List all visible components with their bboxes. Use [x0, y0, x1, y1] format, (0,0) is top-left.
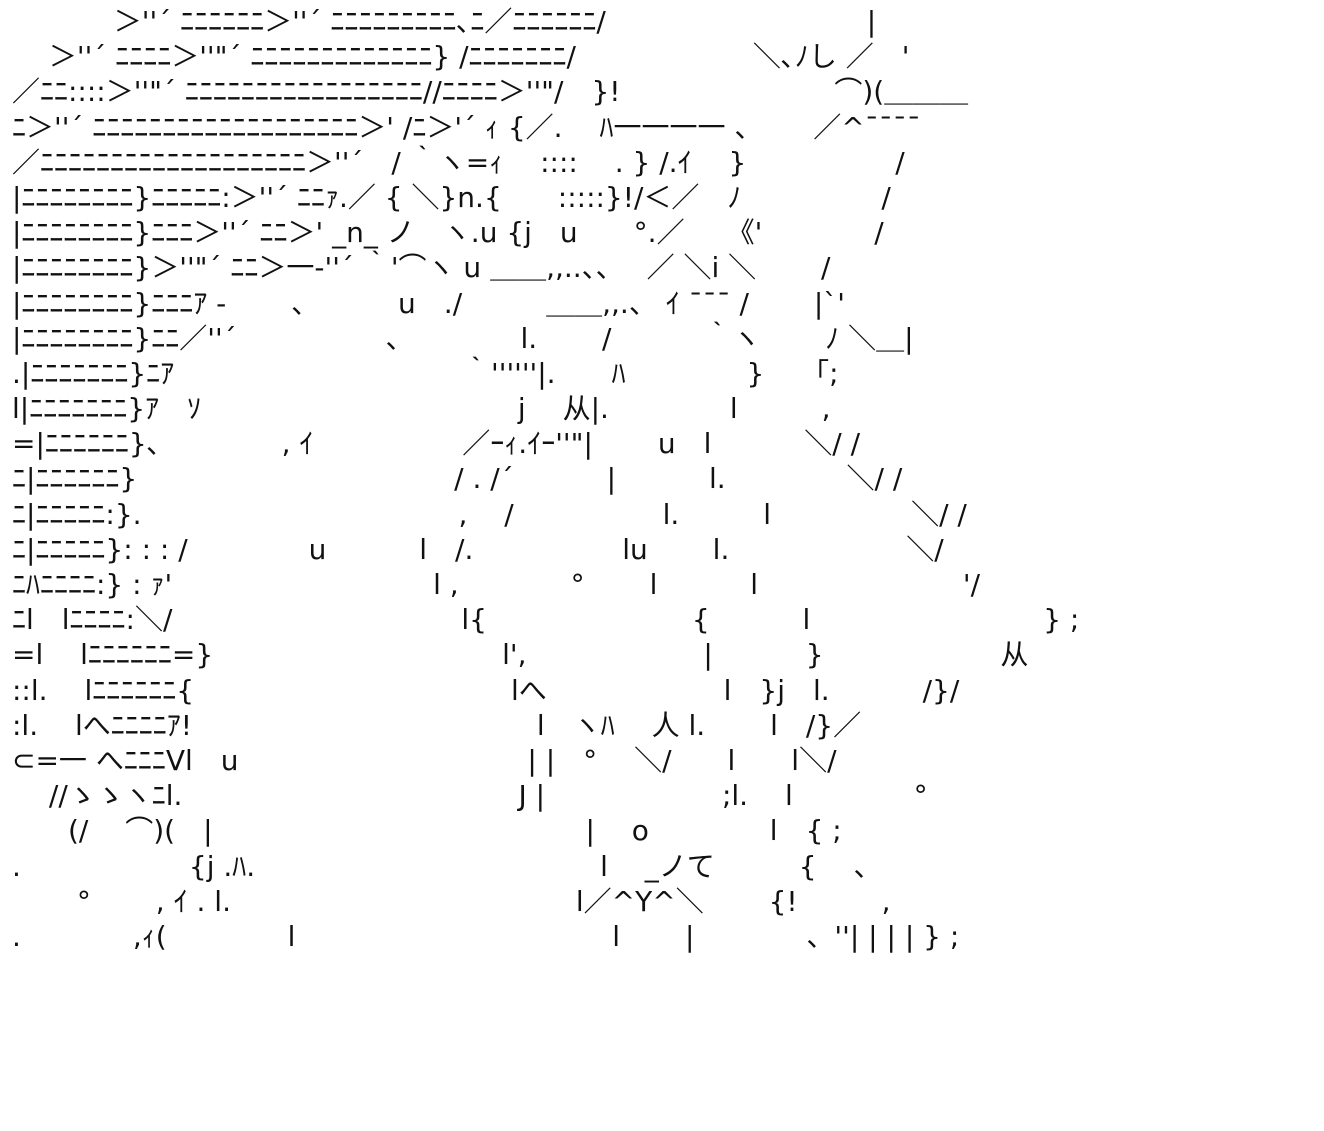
art-line-11: .|ﾆﾆﾆﾆﾆﾆﾆ}ﾆｱ ｀''''''|. ﾊ } 「; — [12, 356, 839, 390]
art-line-1: ＞''´ ﾆﾆﾆﾆﾆﾆ＞''´ ﾆﾆﾆﾆﾆﾆﾆﾆﾆ､ﾆ／ﾆﾆﾆﾆﾆﾆ/ | — [12, 5, 877, 38]
ascii-art: ＞''´ ﾆﾆﾆﾆﾆﾆ＞''´ ﾆﾆﾆﾆﾆﾆﾆﾆﾆ､ﾆ／ﾆﾆﾆﾆﾆﾆ/ | ＞'… — [12, 4, 1079, 954]
art-line-19: =l lﾆﾆﾆﾆﾆﾆ=} l', | } 从 — [12, 638, 1029, 672]
art-line-7: |ﾆﾆﾆﾆﾆﾆﾆﾆ}ﾆﾆﾆ＞''´ ﾆﾆ＞' _n_ ノ ヽ.u {j u °.… — [12, 216, 884, 250]
art-line-10: |ﾆﾆﾆﾆﾆﾆﾆﾆ}ﾆﾆ／''´ 、 l. / ｀ヽ ﾉ ＼＿| — [12, 321, 914, 355]
art-line-21: :l. lへﾆﾆﾆﾆｱ! l ヽﾊ 人 l. l /}／ — [12, 708, 862, 742]
art-line-27: . ,ｨ( l l | 、''| | | | } ; — [12, 919, 960, 953]
art-line-6: |ﾆﾆﾆﾆﾆﾆﾆﾆ}ﾆﾆﾆﾆﾆ:＞''´ ﾆﾆｧ.／ { ＼}n.{ :::::… — [12, 180, 891, 214]
art-line-18: ﾆl lﾆﾆﾆﾆ:＼/ l{ { l } ; — [12, 603, 1080, 637]
art-line-14: ﾆ|ﾆﾆﾆﾆﾆﾆ} / . /´ | l. ＼/ / — [12, 462, 903, 496]
art-line-8: |ﾆﾆﾆﾆﾆﾆﾆﾆ}＞''"´ ﾆﾆ＞一-''´ ｀'⌒ヽ u ＿＿,,..、、… — [12, 251, 831, 285]
art-line-16: ﾆ|ﾆﾆﾆﾆﾆ}: : : / u l /. lu l. ＼/ — [12, 532, 944, 566]
art-line-2: ＞''´ ﾆﾆﾆﾆ＞''"´ ﾆﾆﾆﾆﾆﾆﾆﾆﾆﾆﾆﾆﾆ} /ﾆﾆﾆﾆﾆﾆﾆ/ … — [12, 40, 910, 74]
art-line-25: . {j .ﾊ. l _ノて { 、 — [12, 849, 882, 883]
art-line-26: ° , ｲ . l. l／^Y^＼ {! , — [12, 884, 891, 918]
art-line-15: ﾆ|ﾆﾆﾆﾆﾆ:}. , / l. l ＼/ / — [12, 497, 967, 531]
art-line-12: l|ﾆﾆﾆﾆﾆﾆﾆ}ｱ ｿ j 从|. l , — [12, 392, 831, 426]
art-line-3: ／ﾆﾆ::::＞''"´ ﾆﾆﾆﾆﾆﾆﾆﾆﾆﾆﾆﾆﾆﾆﾆﾆﾆ//ﾆﾆﾆﾆ＞''"… — [12, 75, 969, 109]
art-line-23: //ゝゝヽﾆl. J | ;l. l ° — [12, 779, 928, 813]
art-line-4: ﾆ＞''´ ﾆﾆﾆﾆﾆﾆﾆﾆﾆﾆﾆﾆﾆﾆﾆﾆﾆﾆﾆ＞' /ﾆ＞'´ ｨ {／. … — [12, 110, 921, 144]
art-line-20: ::l. lﾆﾆﾆﾆﾆﾆ{ lへ l }j l. /}/ — [12, 673, 960, 707]
art-line-5: ／ﾆﾆﾆﾆﾆﾆﾆﾆﾆﾆﾆﾆﾆﾆﾆﾆﾆﾆﾆ＞''´ / ｀ヽ=ｨ :::: . }… — [12, 145, 905, 179]
art-line-9: |ﾆﾆﾆﾆﾆﾆﾆﾆ}ﾆﾆﾆｱ - 、 u ./ ＿＿,,.、 ｲ ¯¯¯ / |… — [12, 286, 846, 320]
art-line-24: (/ ⌒)( | | o l { ; — [12, 814, 842, 848]
art-line-17: ﾆﾊﾆﾆﾆﾆ:} : ｧ' l , ° l l '/ — [12, 568, 981, 601]
art-line-13: =|ﾆﾆﾆﾆﾆﾆ}､ , ｲ ／ｰｨ.ｲｰ''"| u l ＼/ / — [12, 427, 861, 461]
art-line-22: ⊂=一 へﾆﾆﾆVl u | | ° ＼/ l l＼/ — [12, 743, 837, 777]
